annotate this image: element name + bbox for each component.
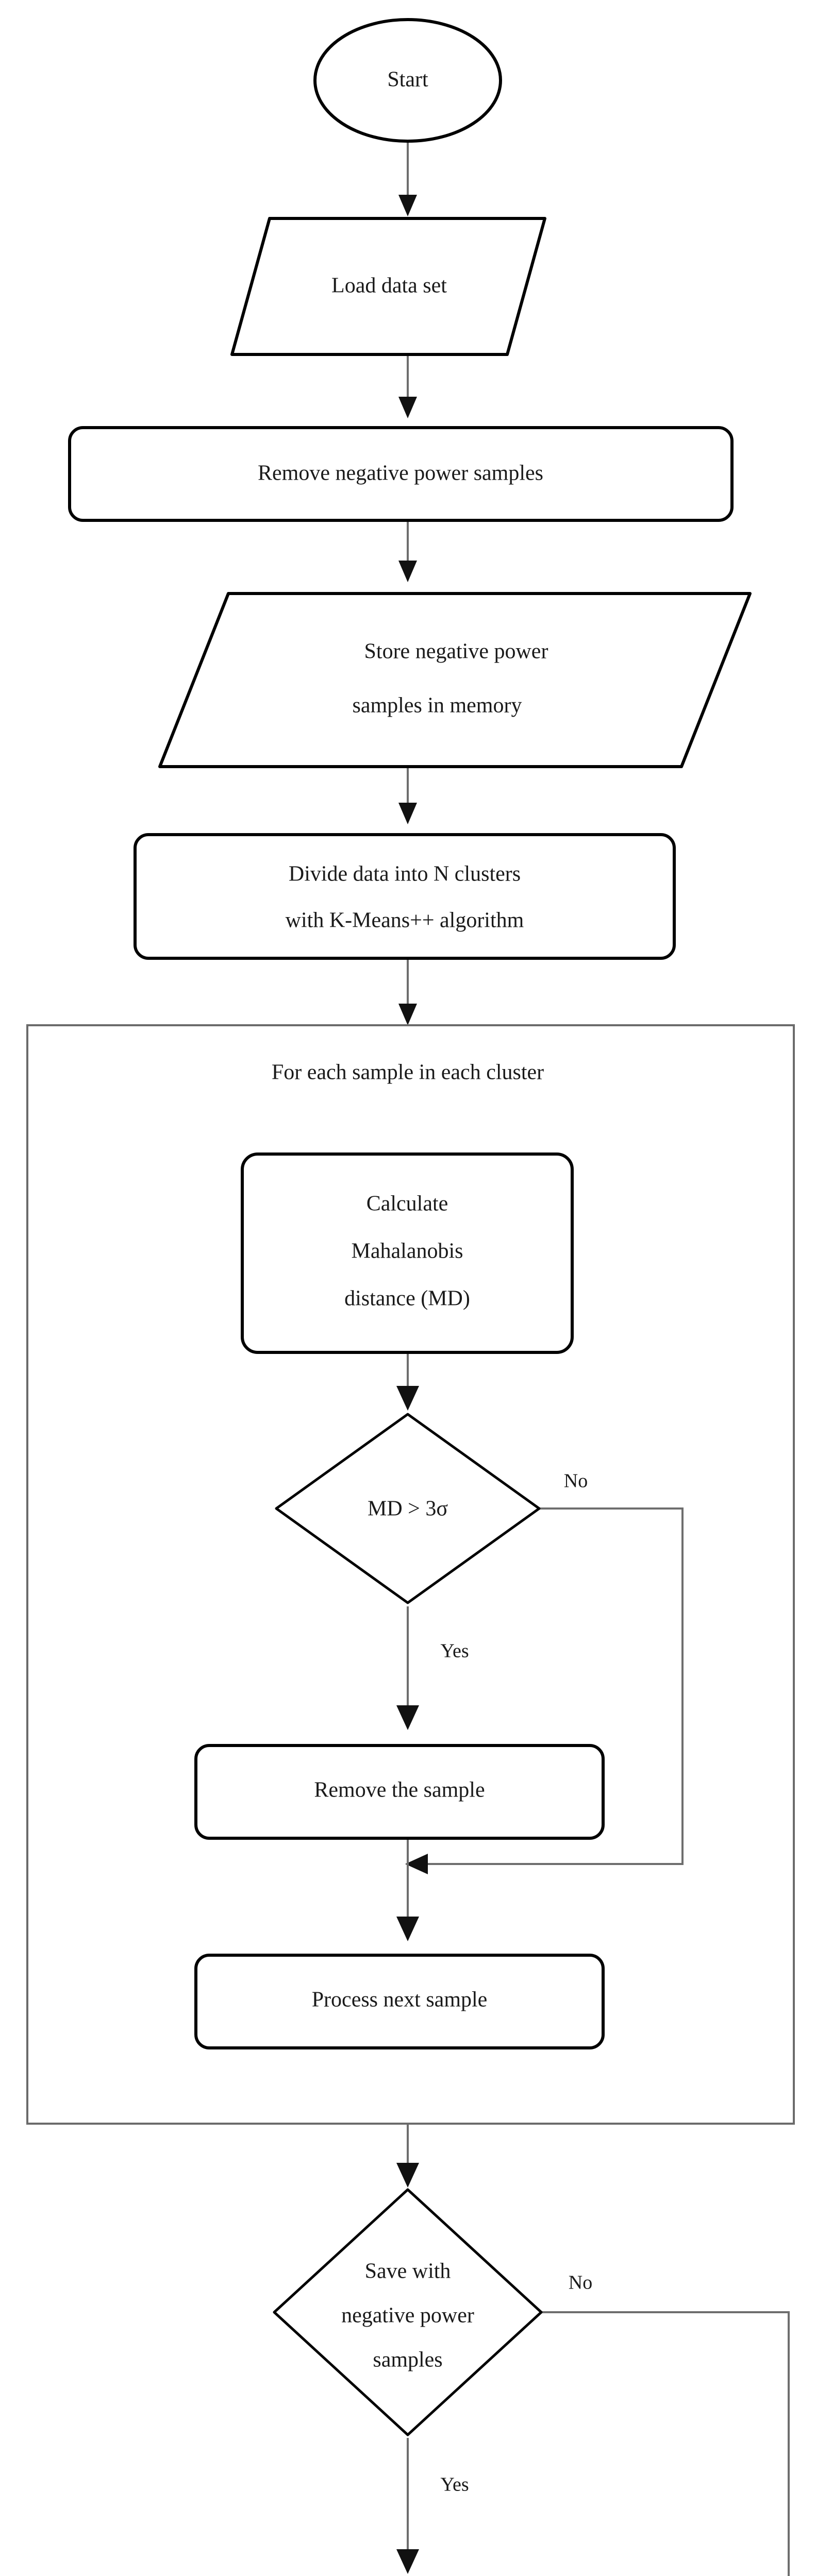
node-load-data-set[interactable]: Load data set [230,217,546,356]
node-calculate-mahalanobis-line3: distance (MD) [344,1287,470,1311]
edge-load-to-remove [398,355,417,418]
node-remove-negative-power-samples[interactable]: Remove negative power samples [68,426,734,522]
edge-save-yes-branch [396,2438,419,2574]
node-calculate-mahalanobis-line2: Mahalanobis [352,1240,463,1263]
node-md-threshold-decision[interactable]: MD > 3σ [275,1413,541,1604]
edge-remove-sample-to-process [396,1838,419,1941]
loop-container-label: For each sample in each cluster [272,1061,544,1084]
edge-label-save-yes: Yes [440,2474,469,2496]
loop-container-box: For each sample in each cluster [26,1024,795,2125]
node-process-next-sample[interactable]: Process next sample [194,1954,605,2049]
node-save-negative-decision-line2: negative power [341,2304,474,2328]
edge-remove-to-store [398,520,417,582]
node-remove-negative-power-samples-label: Remove negative power samples [258,462,543,485]
node-divide-clusters-line1: Divide data into N clusters [289,862,521,886]
node-store-negative-samples[interactable]: Store negative power samples in memory [158,592,752,768]
node-calculate-mahalanobis-distance[interactable]: Calculate Mahalanobis distance (MD) [241,1153,574,1354]
node-calculate-mahalanobis-line1: Calculate [367,1192,448,1216]
edge-store-to-divide [398,768,417,824]
edge-loop-to-save-decision [396,2124,419,2188]
node-start-label: Start [387,68,428,92]
edge-label-save-no: No [569,2272,592,2294]
node-load-data-set-label: Load data set [331,274,447,298]
edge-label-md-no: No [564,1470,588,1492]
node-save-negative-decision-line3: samples [373,2348,442,2372]
node-remove-the-sample[interactable]: Remove the sample [194,1744,605,1840]
node-save-negative-decision-line1: Save with [365,2260,451,2283]
edge-md-no-branch [405,1507,684,1874]
node-save-negative-decision[interactable]: Save with negative power samples [273,2188,543,2436]
node-process-next-sample-label: Process next sample [312,1988,488,2012]
edge-calc-to-decision [396,1352,419,1411]
node-store-negative-samples-line2: samples in memory [353,694,522,718]
node-start[interactable]: Start [313,18,502,143]
node-divide-clusters[interactable]: Divide data into N clusters with K-Means… [134,833,676,960]
node-store-negative-samples-line1: Store negative power [364,640,548,664]
edge-save-no-branch [541,2311,790,2576]
node-md-threshold-decision-label: MD > 3σ [368,1497,448,1521]
node-divide-clusters-line2: with K-Means++ algorithm [286,909,524,933]
edge-start-to-load [398,141,417,216]
node-remove-the-sample-label: Remove the sample [314,1778,485,1802]
edge-divide-to-loop [398,958,417,1025]
edge-label-md-yes: Yes [440,1640,469,1662]
edge-md-yes-branch [396,1606,419,1730]
